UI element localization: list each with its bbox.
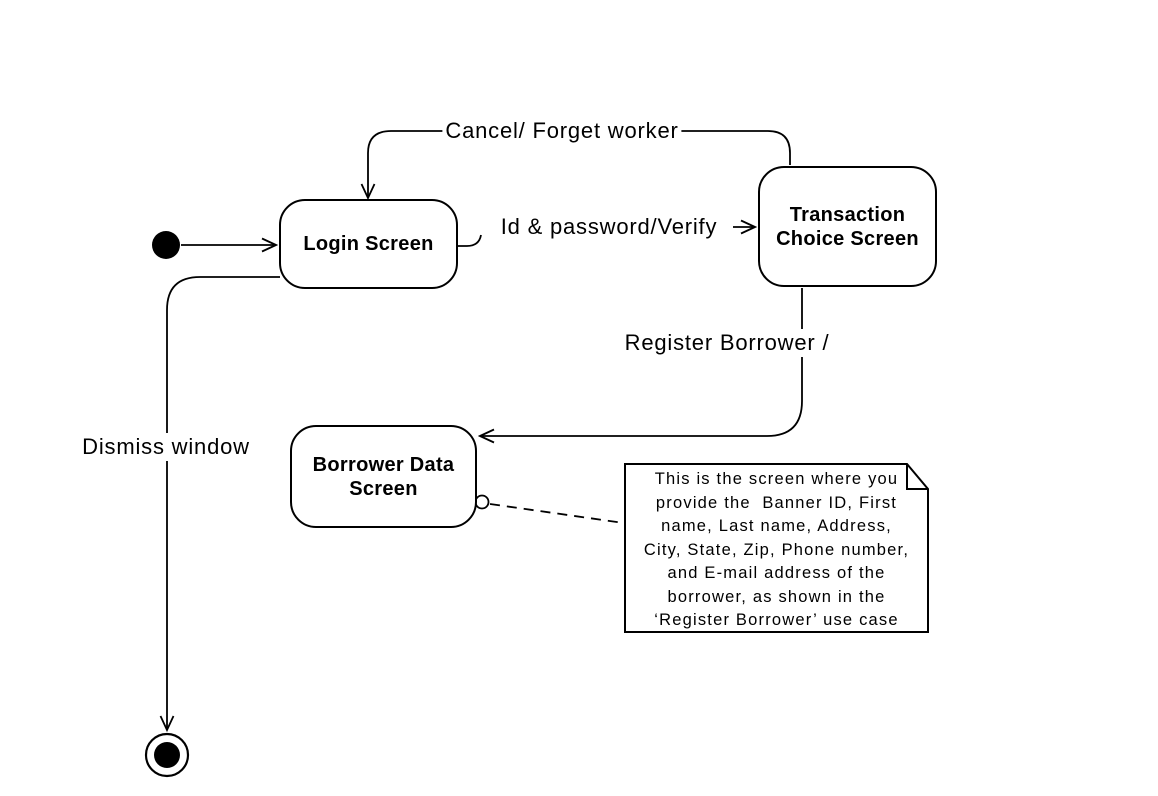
transition-verify-hook bbox=[456, 234, 482, 247]
state-login-screen: Login Screen bbox=[279, 199, 458, 289]
note-text-line: name, Last name, Address, bbox=[661, 517, 892, 535]
transition-register-path bbox=[480, 288, 803, 436]
transition-label-verify: Id & password/Verify bbox=[497, 213, 721, 241]
initial-state-icon bbox=[152, 231, 180, 259]
uml-note bbox=[624, 463, 929, 633]
note-anchor-circle bbox=[474, 494, 490, 510]
note-text-line: City, State, Zip, Phone number, bbox=[643, 540, 910, 559]
state-label: Login Screen bbox=[303, 233, 434, 255]
state-label: Choice Screen bbox=[776, 227, 919, 250]
note-text-line: ‘Register Borrower’ use case bbox=[654, 611, 899, 629]
note-text-line: provide the Banner ID, First bbox=[655, 493, 898, 512]
note-text-line: This is the screen where you bbox=[654, 470, 899, 488]
note-fold-icon bbox=[906, 464, 928, 490]
note-text-line: and E-mail address of the bbox=[667, 564, 886, 582]
transition-label-dismiss: Dismiss window bbox=[79, 433, 253, 461]
state-label: Borrower Data bbox=[312, 453, 455, 476]
state-transaction-choice-screen: Transaction Choice Screen bbox=[758, 166, 937, 287]
transition-dismiss-path bbox=[167, 276, 280, 730]
final-state-icon bbox=[144, 732, 190, 778]
state-borrower-data-screen: Borrower Data Screen bbox=[290, 425, 477, 528]
note-connector-line bbox=[489, 503, 625, 524]
transition-label-register: Register Borrower / bbox=[621, 329, 833, 357]
state-label: Screen bbox=[349, 477, 418, 500]
transition-label-cancel: Cancel/ Forget worker bbox=[442, 117, 682, 145]
note-text: This is the screen where you provide the… bbox=[625, 468, 928, 633]
note-text-line: borrower, as shown in the bbox=[667, 587, 886, 606]
state-label: Transaction bbox=[789, 203, 906, 226]
